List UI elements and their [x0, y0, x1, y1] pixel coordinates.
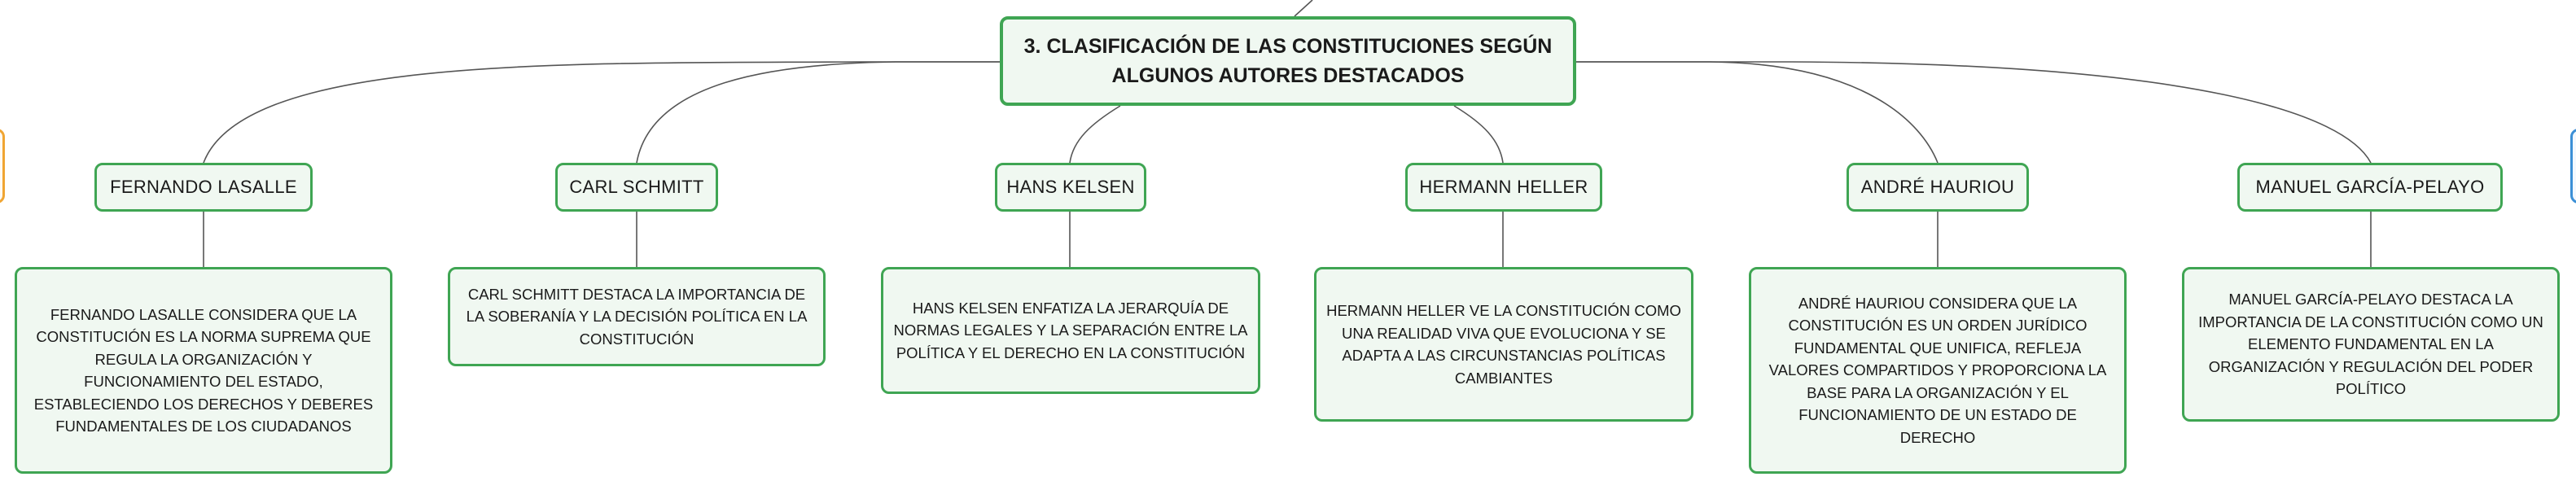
connector-root-lasalle	[203, 61, 1000, 164]
description-hermann-heller[interactable]: HERMANN HELLER VE LA CONSTITUCIÓN COMO U…	[1314, 267, 1693, 422]
connector-root-pelayo	[1576, 61, 2372, 164]
topic-hans-kelsen[interactable]: HANS KELSEN	[995, 163, 1146, 212]
description-text: FERNANDO LASALLE CONSIDERA QUE LA CONSTI…	[33, 305, 374, 435]
topic-fernando-lasalle[interactable]: FERNANDO LASALLE	[94, 163, 313, 212]
description-andre-hauriou[interactable]: ANDRÉ HAURIOU CONSIDERA QUE LA CONSTITUC…	[1749, 267, 2127, 474]
topic-hermann-heller[interactable]: HERMANN HELLER	[1405, 163, 1602, 212]
description-fernando-lasalle[interactable]: FERNANDO LASALLE CONSIDERA QUE LA CONSTI…	[15, 267, 392, 474]
topic-label: MANUEL GARCÍA-PELAYO	[2255, 177, 2485, 197]
connector-root-hauriou	[1576, 61, 1939, 164]
central-topic-title: 3. CLASIFICACIÓN DE LAS CONSTITUCIONES S…	[1023, 35, 1553, 87]
topic-label: HANS KELSEN	[1006, 177, 1135, 197]
connector-root-kelsen	[1069, 105, 1121, 164]
topic-label: ANDRÉ HAURIOU	[1860, 177, 2015, 197]
connector-root-schmitt	[636, 61, 1000, 164]
description-carl-schmitt[interactable]: CARL SCHMITT DESTACA LA IMPORTANCIA DE L…	[448, 267, 826, 366]
description-text: MANUEL GARCÍA-PELAYO DESTACA LA IMPORTAN…	[2198, 291, 2543, 398]
offscreen-node-left[interactable]	[0, 129, 5, 203]
description-hans-kelsen[interactable]: HANS KELSEN ENFATIZA LA JERARQUÍA DE NOR…	[881, 267, 1260, 394]
offscreen-node-right[interactable]	[2570, 129, 2576, 203]
topic-label: HERMANN HELLER	[1419, 177, 1588, 197]
connector-parent	[1294, 0, 1313, 17]
central-topic[interactable]: 3. CLASIFICACIÓN DE LAS CONSTITUCIONES S…	[1000, 16, 1576, 106]
description-text: HERMANN HELLER VE LA CONSTITUCIÓN COMO U…	[1326, 302, 1681, 387]
description-manuel-garcia-pelayo[interactable]: MANUEL GARCÍA-PELAYO DESTACA LA IMPORTAN…	[2182, 267, 2560, 422]
description-text: ANDRÉ HAURIOU CONSIDERA QUE LA CONSTITUC…	[1768, 294, 2107, 446]
topic-label: CARL SCHMITT	[569, 177, 704, 197]
topic-manuel-garcia-pelayo[interactable]: MANUEL GARCÍA-PELAYO	[2237, 163, 2503, 212]
description-text: HANS KELSEN ENFATIZA LA JERARQUÍA DE NOR…	[893, 299, 1248, 361]
topic-carl-schmitt[interactable]: CARL SCHMITT	[555, 163, 718, 212]
connector-root-heller	[1453, 105, 1504, 164]
description-text: CARL SCHMITT DESTACA LA IMPORTANCIA DE L…	[466, 285, 808, 348]
topic-label: FERNANDO LASALLE	[110, 177, 297, 197]
topic-andre-hauriou[interactable]: ANDRÉ HAURIOU	[1847, 163, 2029, 212]
